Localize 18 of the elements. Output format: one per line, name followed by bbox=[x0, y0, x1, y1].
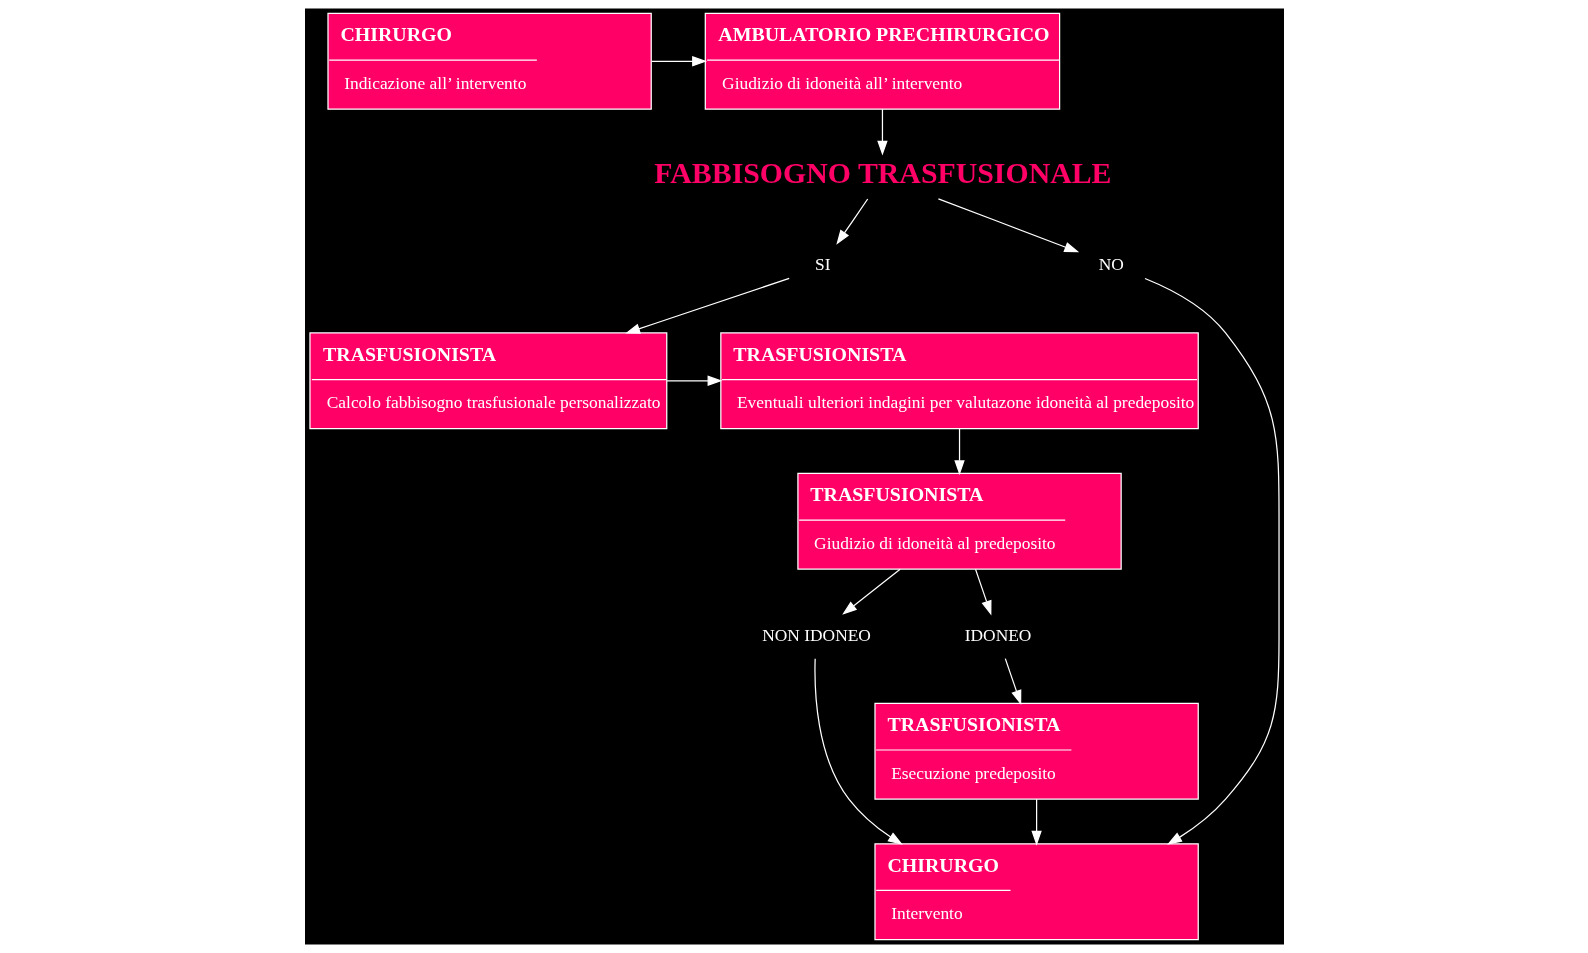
arrow bbox=[841, 568, 901, 615]
node-text: FABBISOGNO TRASFUSIONALE bbox=[653, 155, 1112, 189]
arrow bbox=[813, 658, 903, 845]
node-text: NON IDONEO bbox=[761, 624, 871, 645]
arrow bbox=[1030, 798, 1042, 846]
node-text: IDONEO bbox=[964, 624, 1031, 645]
arrow bbox=[1143, 277, 1280, 845]
arrow bbox=[835, 198, 868, 245]
arrow bbox=[624, 277, 790, 334]
arrow bbox=[650, 56, 707, 67]
arrow bbox=[953, 428, 965, 476]
node-text: NO bbox=[1098, 254, 1124, 275]
arrow bbox=[876, 108, 888, 156]
node-text: SI bbox=[814, 254, 831, 275]
arrow bbox=[937, 198, 1079, 253]
arrow bbox=[1004, 658, 1021, 706]
arrow bbox=[974, 568, 991, 616]
arrow bbox=[665, 375, 722, 386]
